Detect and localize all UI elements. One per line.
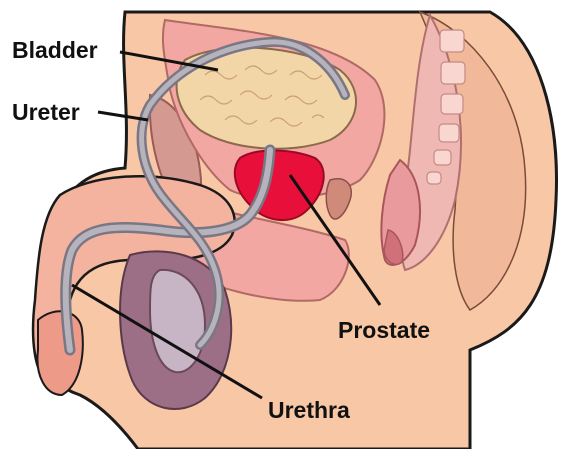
ureter-label: Ureter [12,99,80,125]
prostate-label: Prostate [338,317,430,343]
bladder-label: Bladder [12,37,98,63]
urethra-label: Urethra [268,397,350,423]
